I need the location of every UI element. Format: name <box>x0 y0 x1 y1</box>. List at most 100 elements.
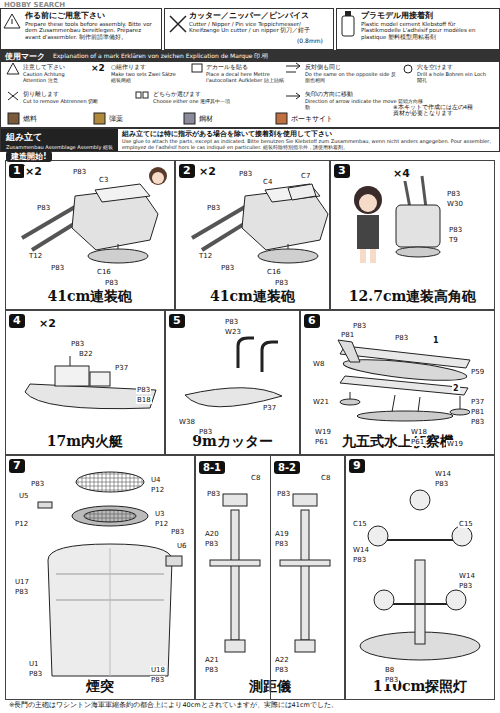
tool-icons <box>4 14 20 28</box>
label: P12 <box>154 520 169 528</box>
label: C15 <box>458 520 474 528</box>
label: 弾薬 <box>108 115 124 123</box>
funnel <box>84 510 136 522</box>
label: P83 <box>384 676 399 684</box>
label: ×4 <box>392 168 411 181</box>
label: P83 <box>72 168 87 176</box>
label: P83 <box>220 264 235 272</box>
label: ボーキサイト <box>290 115 334 123</box>
rangefinder <box>210 560 260 566</box>
turret-step1 <box>22 184 158 263</box>
step-title: 12.7cm連装高角砲 <box>331 288 494 306</box>
label: C3 <box>98 176 109 184</box>
label: P83 <box>104 279 119 287</box>
step-title: 測距儀 <box>196 678 344 696</box>
label: P83 <box>206 490 221 498</box>
searchlights <box>415 560 425 644</box>
turret-step2 <box>192 184 328 263</box>
label: P83 <box>448 226 463 234</box>
mark-icons <box>7 63 19 74</box>
label: W19 <box>314 428 332 436</box>
label: B8 <box>384 666 395 674</box>
label: P83 <box>274 666 289 674</box>
label: ○組作ります <box>110 64 147 71</box>
rangefinder <box>293 494 317 506</box>
funnel <box>166 556 182 566</box>
rangefinder <box>210 494 330 652</box>
label: 鋼材 <box>198 115 214 123</box>
step-number: 6 <box>304 314 320 328</box>
box-body: Prepare these tools before assembly. Bit… <box>25 21 158 41</box>
label: W14 <box>434 470 452 478</box>
label: P83 <box>198 428 213 436</box>
label: ×2 <box>24 166 43 179</box>
step-title: 9mカッター <box>166 433 299 451</box>
seaplane <box>338 340 360 362</box>
step-title: 41cm連装砲 <box>6 288 174 306</box>
label: U4 <box>150 476 162 484</box>
label: 2 <box>452 384 460 393</box>
label: P83 <box>206 204 221 212</box>
resource-icons <box>276 113 287 124</box>
rangefinder <box>231 510 239 640</box>
label: Make two sets Zwei Sätze 組装两組 <box>110 72 182 84</box>
label: P83 <box>36 204 51 212</box>
chibi-figure <box>359 194 377 212</box>
label: P83 <box>28 670 43 678</box>
label: ×2 <box>38 318 57 331</box>
resource-icons <box>184 113 195 124</box>
label: Place a decal here Mettre l'autocollant … <box>205 72 285 84</box>
note-area: 組み立てには特に指示がある場合を除いて接着剤を使用して下さいUse glue t… <box>118 129 499 151</box>
launch-boat <box>25 384 156 409</box>
searchlights <box>374 590 394 610</box>
label: P83 <box>352 322 367 330</box>
label: C16 <box>96 268 112 276</box>
step-number: 4 <box>9 314 25 328</box>
label: C8 <box>250 474 261 482</box>
seaplane <box>340 399 360 405</box>
seaplane <box>357 411 453 421</box>
cutter-boat <box>262 342 278 372</box>
label: B22 <box>78 350 94 358</box>
step-number: 8-2 <box>274 461 300 474</box>
label: 燃料 <box>22 115 38 123</box>
mark-icons <box>7 63 412 100</box>
mark-icons <box>143 92 148 98</box>
resource-icons <box>8 113 287 124</box>
label: P83 <box>50 264 65 272</box>
label: P83 <box>238 170 253 178</box>
step-number: 1 <box>9 164 25 178</box>
label: P83 <box>470 418 485 426</box>
label: 切り離します <box>22 91 60 98</box>
label: U3 <box>154 510 166 518</box>
header-box: 作る前にご用意下さいPrepare these tools before ass… <box>0 8 162 50</box>
chibi-figure <box>370 249 376 263</box>
launch-boat <box>90 372 110 386</box>
label: P83 <box>276 490 291 498</box>
label: W19 <box>446 440 464 448</box>
label: ※本キットで作成には左の4種資材が必要となります <box>392 104 478 117</box>
box-body: Cutter / Nipper / Pin vice Teppichmesser… <box>189 21 330 34</box>
label: Drill a hole Bohren ein Loch 開孔 <box>416 72 493 84</box>
step-number: 8-1 <box>199 461 225 474</box>
label: 矢印の方向に移動 <box>304 91 354 98</box>
seaplane <box>338 340 470 421</box>
label: P83 <box>170 528 185 536</box>
turret-step1 <box>22 184 158 263</box>
label: P83 <box>70 340 85 348</box>
label: A19 <box>274 530 290 538</box>
label: W14 <box>352 546 370 554</box>
label: W21 <box>312 398 330 406</box>
chibi-figure <box>360 249 366 263</box>
label: T9 <box>448 236 459 244</box>
step-title: 17m内火艇 <box>6 433 164 451</box>
label: Caution Achtung Attention 注意 <box>22 72 84 84</box>
label: ※長門の主砲はワシントン海軍軍縮条約の都合上により40cmとされていますが、実際… <box>8 702 339 709</box>
label: 1 <box>432 336 440 345</box>
label: U1 <box>28 660 40 668</box>
label: U5 <box>18 492 30 500</box>
label: A22 <box>274 656 290 664</box>
label: P83 <box>274 540 289 548</box>
section-subheading: Explanation of a mark Erklären von zeich… <box>53 52 268 61</box>
label: U6 <box>176 542 188 550</box>
